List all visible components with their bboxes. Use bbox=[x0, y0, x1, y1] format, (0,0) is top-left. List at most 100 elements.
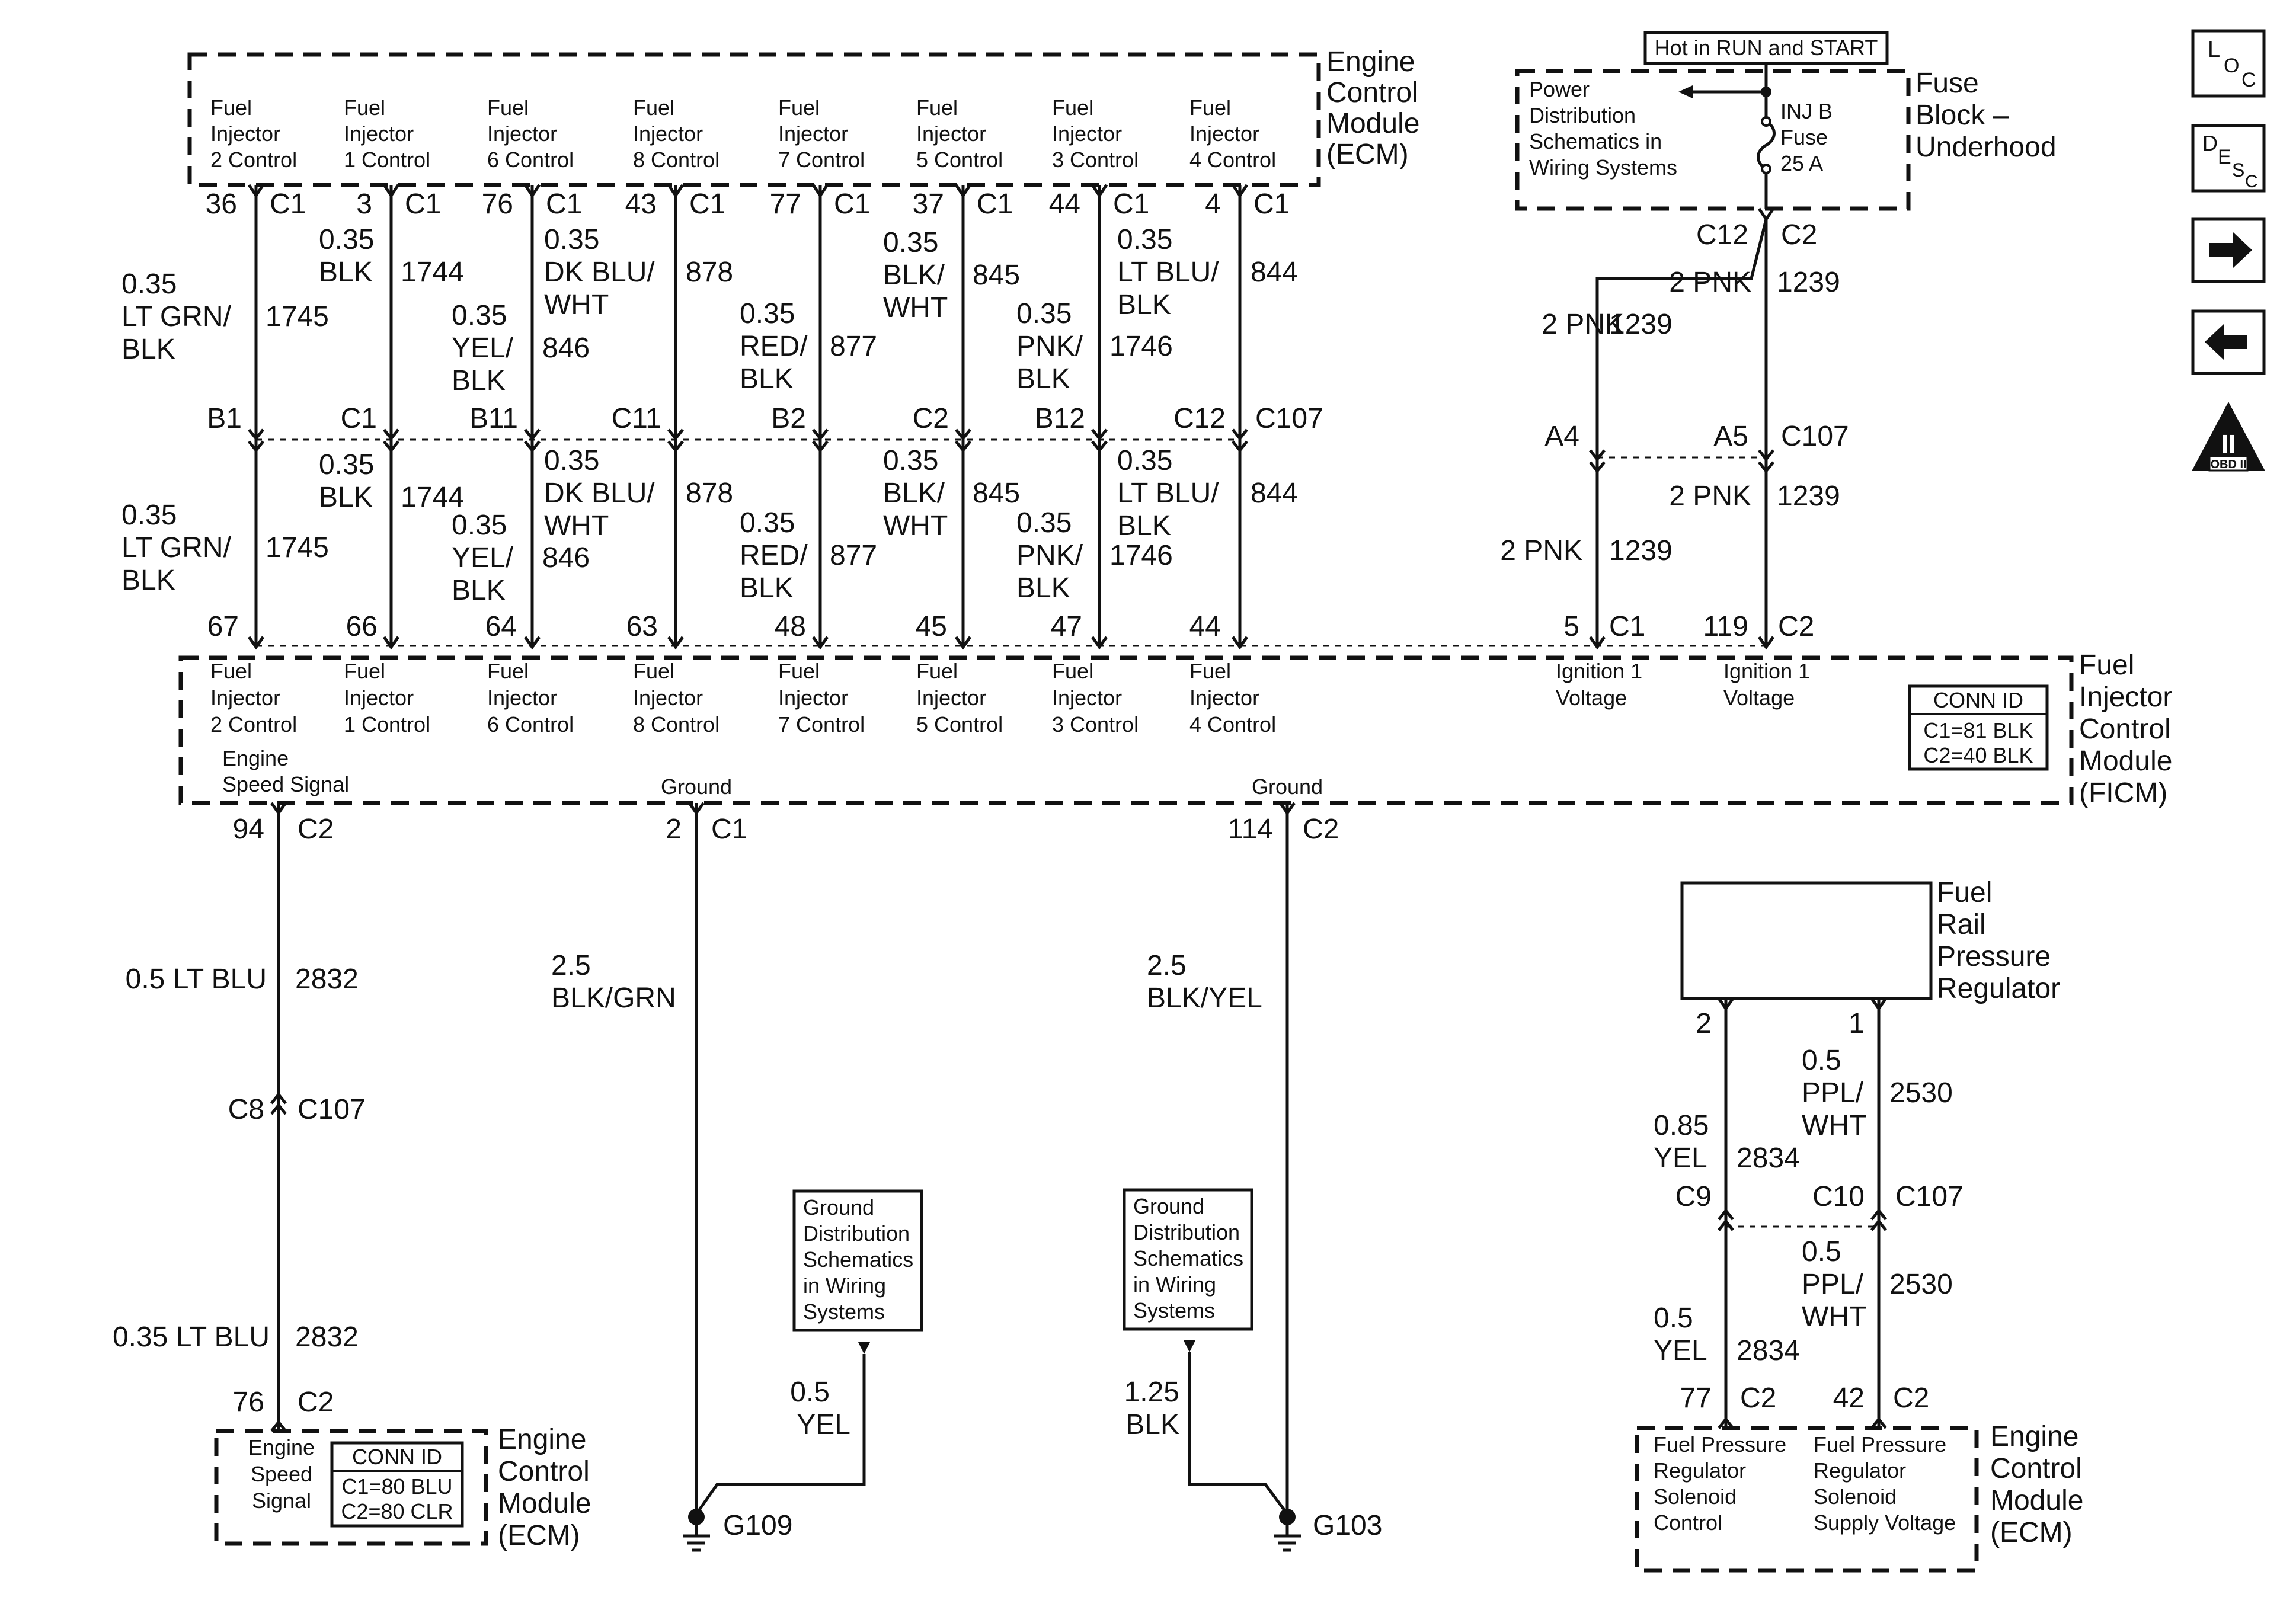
speed-c107-pin: C8 bbox=[228, 1094, 264, 1125]
reg-pin-2: 2 bbox=[1696, 1008, 1712, 1039]
ecm-bl-title-1: Engine bbox=[498, 1424, 586, 1455]
g109-ground-icon bbox=[683, 1525, 710, 1552]
ecm-bl-conn-id-1: C1=80 BLU bbox=[341, 1474, 452, 1499]
ign2-ficm-conn: C2 bbox=[1778, 611, 1814, 642]
w6-lo-color-a: BLK/ bbox=[883, 478, 945, 509]
ficm-title-2: Injector bbox=[2079, 681, 2172, 713]
w6-lo-gauge: 0.35 bbox=[883, 445, 938, 476]
ecm-fn-3a: Fuel bbox=[487, 95, 529, 120]
nav-desc-button[interactable]: D E S C bbox=[2191, 124, 2266, 193]
ecm-br-fn2-c: Solenoid bbox=[1814, 1484, 1897, 1509]
w6-up-color-a: BLK/ bbox=[883, 260, 945, 291]
g103-ref-wire-gauge: 1.25 bbox=[1124, 1377, 1179, 1408]
w7-up-color-a: PNK/ bbox=[1016, 331, 1083, 362]
reg2-up-gauge: 0.85 bbox=[1654, 1110, 1709, 1141]
speed-lower-circuit: 2832 bbox=[295, 1321, 359, 1353]
ficm-fn-7b: Injector bbox=[1052, 686, 1122, 710]
speed-signal-circuit: 94 C2 0.5 LT BLU 2832 C8 C107 0.35 LT BL… bbox=[113, 802, 366, 1432]
ficm-fn-8c: 4 Control bbox=[1189, 712, 1276, 737]
reg1-lo-color-a: PPL/ bbox=[1802, 1269, 1864, 1300]
ign1-lo-wire: 2 PNK bbox=[1500, 535, 1582, 566]
ecm-fn-8c: 4 Control bbox=[1189, 148, 1276, 172]
fuel-pressure-regulator: Fuel Rail Pressure Regulator 2 1 0.85 YE… bbox=[1654, 877, 2060, 1429]
ficm-title-3: Control bbox=[2079, 713, 2171, 745]
obd-label: OBD II bbox=[2210, 458, 2246, 471]
reg2-lo-circuit: 2834 bbox=[1737, 1335, 1800, 1366]
lower-wire-labels: 0.35 LT GRN/ BLK 1745 0.35 BLK 1744 0.35… bbox=[121, 445, 1298, 606]
ecm-fn-1a: Fuel bbox=[210, 95, 252, 120]
nav-obd-button[interactable]: II OBD II bbox=[2192, 402, 2265, 472]
ecm-conn-4: C1 bbox=[689, 188, 725, 220]
w2-lo-gauge: 0.35 bbox=[319, 449, 374, 481]
power-ref-2: Distribution bbox=[1529, 103, 1636, 127]
ecm-bl-fn-2: Speed bbox=[251, 1462, 312, 1486]
g103-wire-color: BLK/YEL bbox=[1147, 982, 1262, 1014]
ecm-pin-6: 37 bbox=[913, 188, 944, 220]
g109-ficm-pin: 2 bbox=[666, 814, 682, 845]
c107-pin-1: B1 bbox=[207, 403, 242, 434]
reg2-c107-pin: C9 bbox=[1675, 1181, 1712, 1212]
ecm-br-fn1-c: Solenoid bbox=[1654, 1484, 1737, 1509]
ecm-top-module: Engine Control Module (ECM) bbox=[187, 46, 1419, 187]
ecm-bottom-right: Fuel Pressure Regulator Solenoid Control… bbox=[1635, 1421, 2083, 1573]
power-ref-1: Power bbox=[1529, 77, 1590, 101]
ecm-bl-conn-id-title: CONN ID bbox=[352, 1445, 442, 1469]
ficm-fn-4a: Fuel bbox=[633, 659, 674, 683]
w7-lo-color-b: BLK bbox=[1016, 572, 1070, 604]
g103-ground-icon bbox=[1274, 1525, 1301, 1552]
ecm-fn-3b: Injector bbox=[487, 121, 557, 146]
speed-ficm-pin: 94 bbox=[233, 814, 264, 845]
ficm-pin-4: 63 bbox=[626, 611, 658, 642]
speed-ficm-conn: C2 bbox=[298, 814, 334, 845]
g109-ref-wire-color: YEL bbox=[797, 1409, 850, 1441]
ficm-conn-id-2: C2=40 BLK bbox=[1923, 743, 2033, 767]
nav-loc-button[interactable]: L O C bbox=[2191, 29, 2266, 98]
w2-up-color: BLK bbox=[319, 257, 373, 288]
g103-splice bbox=[1279, 1509, 1296, 1525]
w4-up-color-a: DK BLU/ bbox=[544, 257, 655, 288]
reg1-up-circuit: 2530 bbox=[1889, 1077, 1953, 1109]
g109-label: G109 bbox=[723, 1510, 792, 1541]
fuse-block-title-3: Underhood bbox=[1916, 132, 2057, 163]
ecm-conn-8: C1 bbox=[1253, 188, 1290, 220]
g103-wire-gauge: 2.5 bbox=[1147, 950, 1187, 981]
ecm-fn-5a: Fuel bbox=[778, 95, 820, 120]
w1-lo-circuit: 1745 bbox=[266, 532, 329, 564]
ground-g109-circuit: 2 C1 2.5 BLK/GRN Ground Distribution Sch… bbox=[551, 802, 923, 1552]
nav-next-button[interactable] bbox=[2191, 217, 2266, 283]
ecm-bl-conn-id-2: C2=80 CLR bbox=[341, 1499, 453, 1523]
arrow-left-icon bbox=[2205, 324, 2247, 360]
nav-prev-button[interactable] bbox=[2191, 309, 2266, 375]
ecm-conn-5: C1 bbox=[834, 188, 870, 220]
ficm-fn-8b: Injector bbox=[1189, 686, 1259, 710]
ecm-br-fn2-a: Fuel Pressure bbox=[1814, 1432, 1946, 1457]
ficm-fn-4b: Injector bbox=[633, 686, 703, 710]
w4-up-circuit: 878 bbox=[686, 257, 733, 288]
w3-up-color-a: YEL/ bbox=[452, 332, 514, 364]
ign1-c107-pin: A4 bbox=[1544, 421, 1579, 452]
regulator-title-3: Pressure bbox=[1937, 941, 2051, 972]
ign2-up-circuit: 1239 bbox=[1777, 267, 1840, 298]
ficm-ign2-a: Ignition 1 bbox=[1723, 659, 1810, 683]
ecm-pin-1: 36 bbox=[206, 188, 237, 220]
c107-pin-6: C2 bbox=[913, 403, 949, 434]
g103-ficm-pin: 114 bbox=[1227, 814, 1273, 845]
w8-up-circuit: 844 bbox=[1251, 257, 1298, 288]
ecm-top-title-4: (ECM) bbox=[1326, 139, 1409, 170]
g109-ref-5: Systems bbox=[803, 1299, 885, 1324]
speed-upper-circuit: 2832 bbox=[295, 964, 359, 995]
ecm-br-title-1: Engine bbox=[1990, 1421, 2078, 1452]
g103-ref-box bbox=[1123, 1188, 1253, 1331]
ecm-fn-8b: Injector bbox=[1189, 121, 1259, 146]
g109-wire-gauge: 2.5 bbox=[551, 950, 591, 981]
ecm-br-fn2-d: Supply Voltage bbox=[1814, 1510, 1956, 1535]
reg1-lo-color-b: WHT bbox=[1802, 1301, 1866, 1333]
w8-lo-color-a: LT BLU/ bbox=[1117, 478, 1219, 509]
ficm-pin-2: 66 bbox=[346, 611, 378, 642]
desc-d: D bbox=[2202, 131, 2218, 155]
ficm-fn-5b: Injector bbox=[778, 686, 848, 710]
g103-ref-arrow-icon bbox=[1184, 1340, 1195, 1352]
g109-ref-4: in Wiring bbox=[803, 1273, 886, 1298]
ficm-injector-pins: 67 66 64 63 48 45 47 44 bbox=[207, 611, 1221, 642]
ign2-lo-wire: 2 PNK bbox=[1669, 481, 1751, 512]
